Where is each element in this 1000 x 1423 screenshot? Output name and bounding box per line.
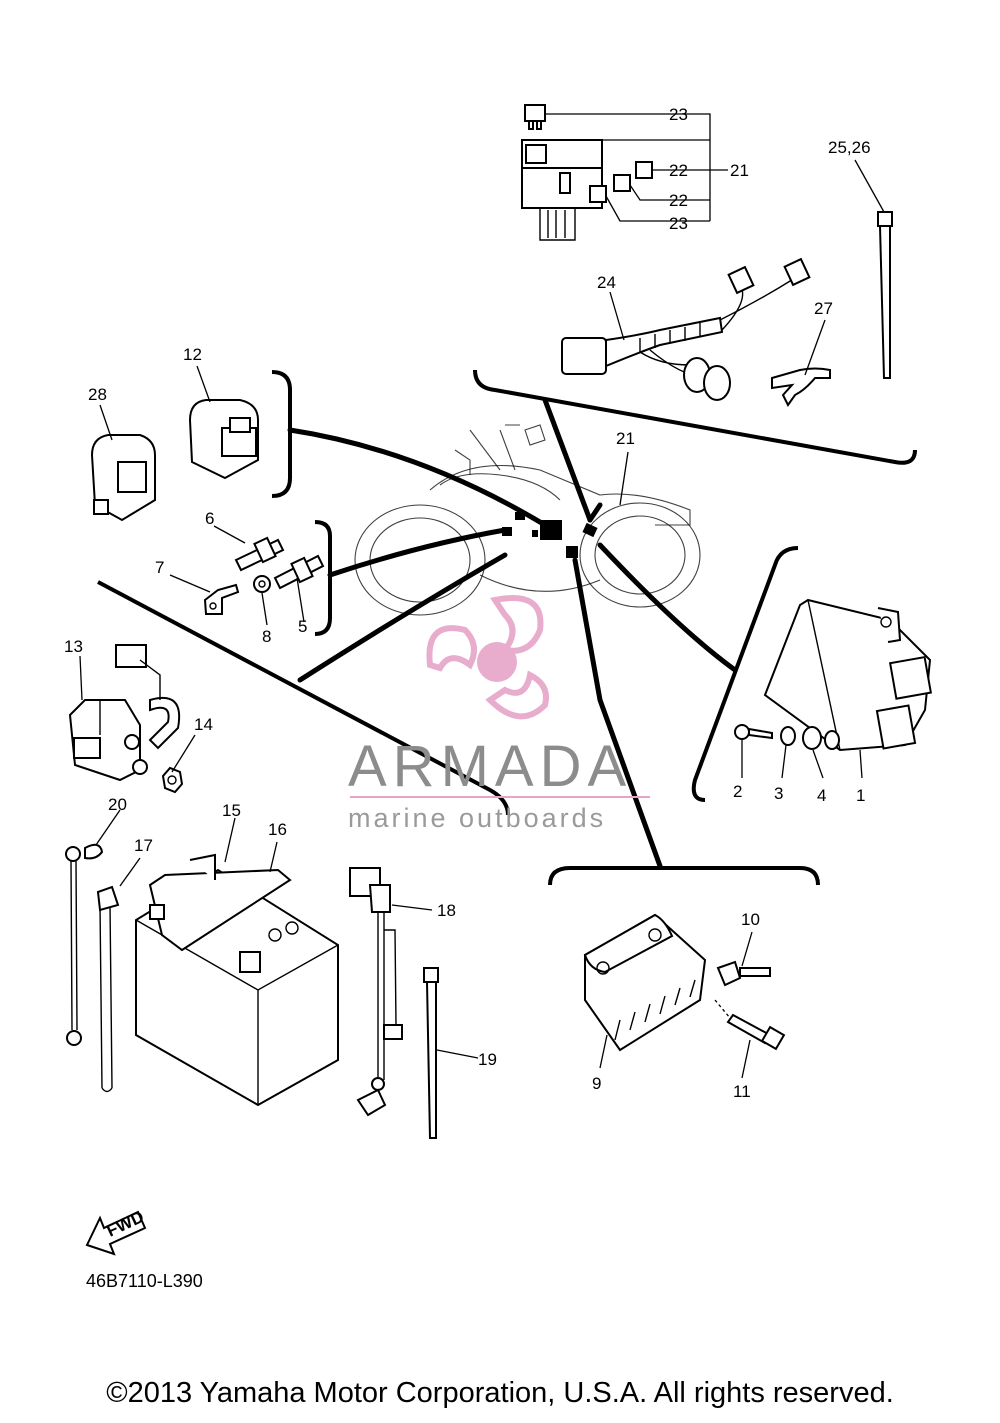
battery-leads <box>65 843 120 1093</box>
callout-14: 14 <box>194 715 213 734</box>
callout-2: 2 <box>733 782 742 801</box>
callout-13: 13 <box>64 637 83 656</box>
callout-22-lower: 22 <box>669 191 688 210</box>
cable-tie-short <box>423 967 439 1139</box>
fuse-box <box>521 104 728 241</box>
callout-9: 9 <box>592 1074 601 1093</box>
callout-21-bike: 21 <box>616 429 635 448</box>
cap-lead <box>349 867 403 1117</box>
terminal-bolts <box>203 536 325 615</box>
callout-17: 17 <box>134 836 153 855</box>
propeller-logo-icon <box>426 595 549 720</box>
leader-lines <box>79 159 885 1079</box>
callout-labels: 23 21 22 22 23 25,26 24 27 12 28 21 6 7 … <box>64 105 871 1101</box>
callout-15: 15 <box>222 801 241 820</box>
relay-12 <box>188 399 259 480</box>
clamp <box>771 367 831 407</box>
callout-18: 18 <box>437 901 456 920</box>
connector-lines <box>287 397 738 869</box>
copyright-notice: ©2013 Yamaha Motor Corporation, U.S.A. A… <box>106 1377 894 1409</box>
battery <box>135 853 339 1107</box>
callout-16: 16 <box>268 820 287 839</box>
callout-23-bottom: 23 <box>669 214 688 233</box>
callout-27: 27 <box>814 299 833 318</box>
callout-5: 5 <box>298 617 307 636</box>
callout-23-top: 23 <box>669 105 688 124</box>
starter-relay <box>68 644 184 794</box>
callout-22-upper: 22 <box>669 161 688 180</box>
ecu-unit <box>734 598 933 752</box>
wire-harness <box>561 257 811 401</box>
callout-8: 8 <box>262 627 271 646</box>
rectifier-regulator <box>583 913 786 1052</box>
callout-24: 24 <box>597 273 616 292</box>
callout-21-fusebox: 21 <box>730 161 749 180</box>
callout-28: 28 <box>88 385 107 404</box>
relay-28 <box>90 434 156 522</box>
callout-1: 1 <box>856 786 865 805</box>
callout-4: 4 <box>817 786 826 805</box>
callout-19: 19 <box>478 1050 497 1069</box>
callout-6: 6 <box>205 509 214 528</box>
cable-tie-long <box>877 211 893 379</box>
watermark-brand: ARMADA <box>348 734 632 799</box>
armada-watermark: ARMADA marine outboards <box>348 595 650 833</box>
motorcycle-outline <box>354 424 701 616</box>
callout-12: 12 <box>183 345 202 364</box>
callout-20: 20 <box>108 795 127 814</box>
component-locators <box>502 512 598 558</box>
callout-10: 10 <box>741 910 760 929</box>
callout-11: 11 <box>733 1082 751 1101</box>
callout-25-26: 25,26 <box>828 138 871 157</box>
fwd-arrow-icon: FWD <box>85 1207 147 1256</box>
callout-7: 7 <box>155 558 164 577</box>
callout-3: 3 <box>774 784 783 803</box>
watermark-tagline: marine outboards <box>348 803 606 833</box>
drawing-code: 46B7110-L390 <box>86 1271 203 1291</box>
brackets <box>97 369 917 886</box>
